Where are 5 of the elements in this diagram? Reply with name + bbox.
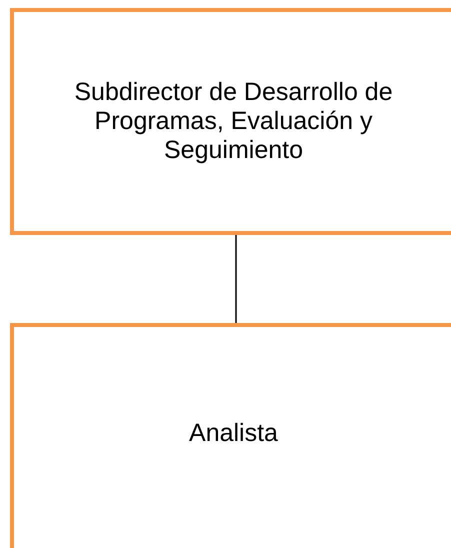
org-box bbox=[10, 8, 451, 235]
org-box bbox=[10, 323, 451, 548]
connector-line bbox=[235, 235, 237, 323]
position-title: Analista bbox=[188, 418, 279, 448]
position-title: Subdirector de Desarrollo de Programas, Evaluación y Seguimiento bbox=[73, 78, 394, 165]
